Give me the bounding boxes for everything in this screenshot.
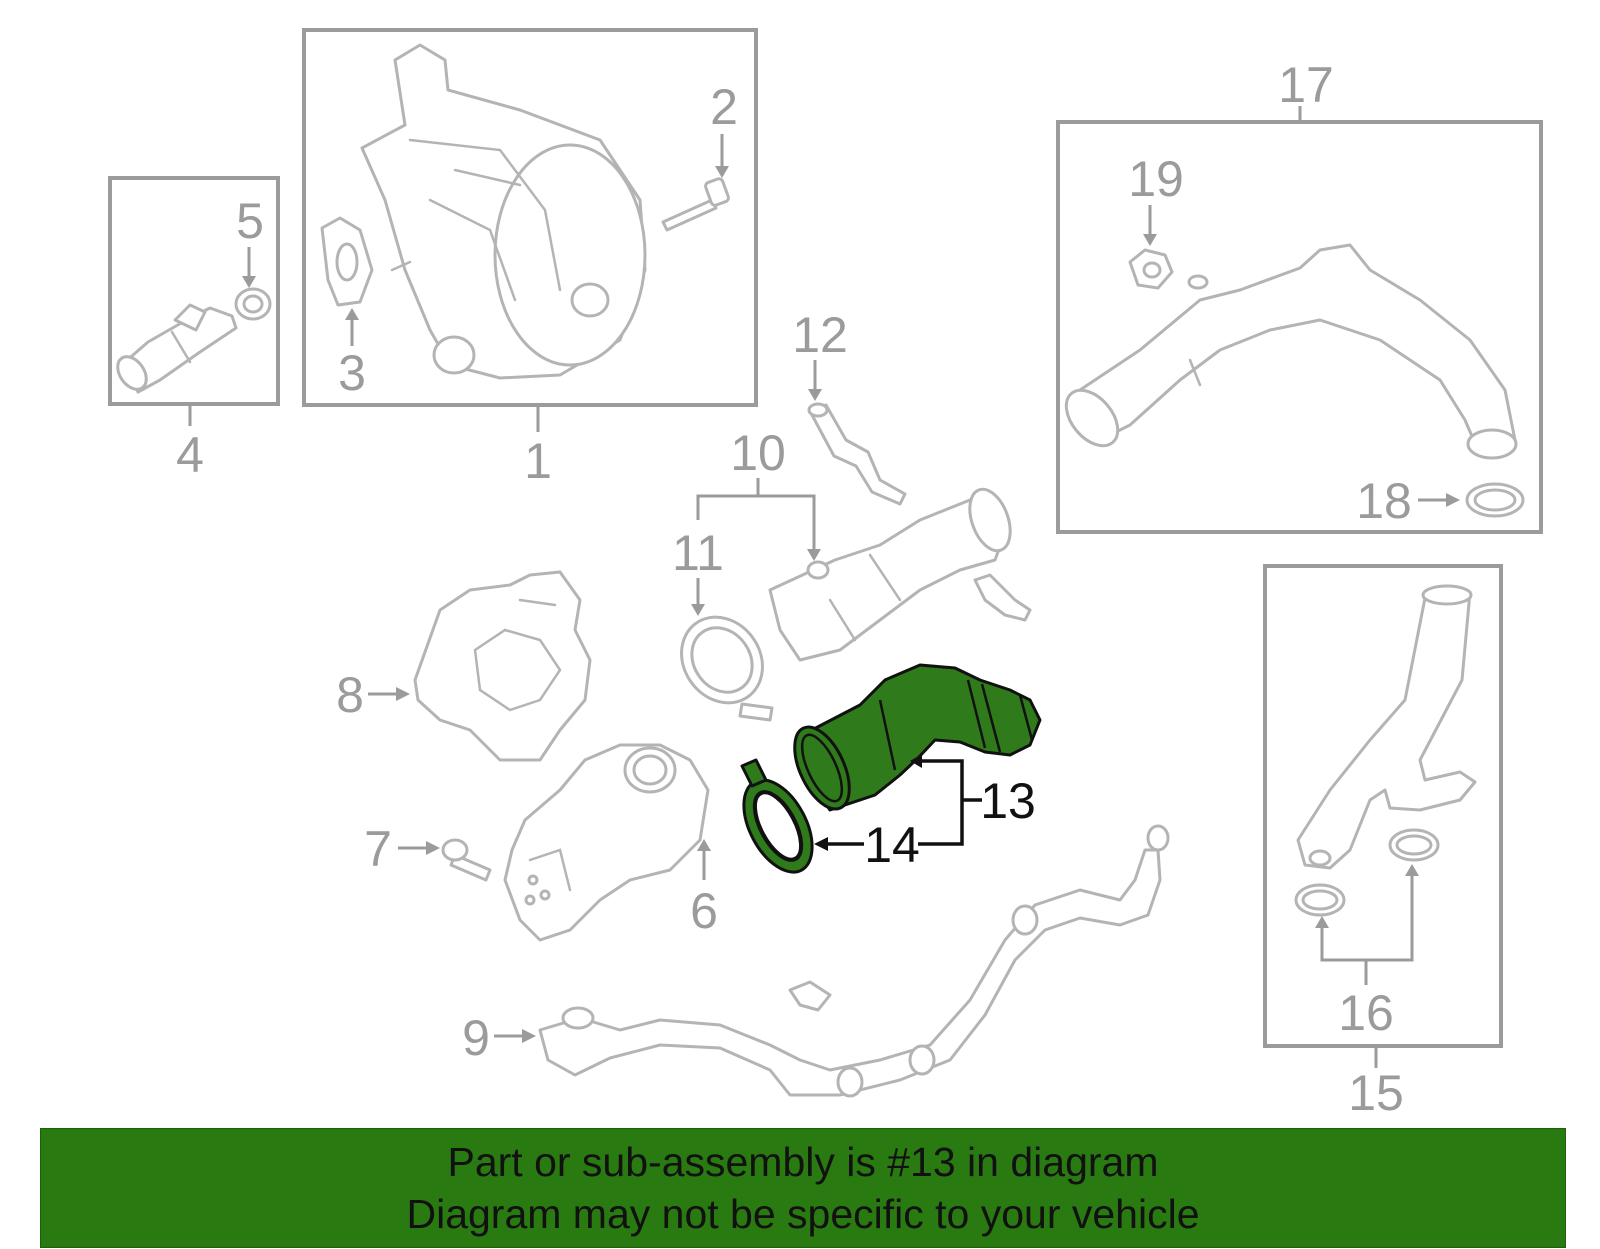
- part-6-water-outlet[interactable]: [503, 743, 710, 942]
- callout-4: 4: [176, 427, 204, 483]
- leader-13: [910, 754, 982, 846]
- leader-12: [808, 360, 822, 401]
- group-box-4: [108, 176, 280, 426]
- part-16-o-ring-b[interactable]: [1388, 828, 1440, 862]
- part-17-coolant-pipe[interactable]: [1056, 243, 1518, 460]
- part-info-banner: Part or sub-assembly is #13 in diagram D…: [40, 1128, 1566, 1248]
- part-12-bypass-pipe[interactable]: [807, 402, 907, 506]
- part-11-clamp[interactable]: [665, 601, 779, 722]
- part-13-hose-highlighted[interactable]: [783, 663, 1042, 817]
- part-14-clamp-highlighted[interactable]: [730, 758, 826, 883]
- part-10-outlet-housing[interactable]: [768, 484, 1032, 662]
- part-2-bolt[interactable]: [661, 177, 730, 232]
- part-16-o-ring-a[interactable]: [1294, 883, 1346, 917]
- leader-14: [814, 837, 864, 851]
- part-9-coolant-hose[interactable]: [538, 824, 1170, 1098]
- part-4-sensor-housing[interactable]: [112, 303, 238, 395]
- callout-17: 17: [1278, 57, 1334, 113]
- part-7-bolt[interactable]: [441, 838, 492, 882]
- leader-8: [368, 687, 410, 701]
- callout-18: 18: [1356, 473, 1412, 529]
- callout-10: 10: [730, 425, 786, 481]
- callout-13: 13: [980, 773, 1036, 829]
- leader-19: [1143, 205, 1157, 246]
- group-box-15: [1263, 564, 1503, 1068]
- leader-10: [696, 478, 821, 561]
- callout-14: 14: [864, 817, 920, 873]
- leader-3: [345, 308, 359, 346]
- callout-12: 12: [792, 307, 848, 363]
- part-5-seal-ring[interactable]: [234, 287, 272, 321]
- banner-disclaimer-text: Diagram may not be specific to your vehi…: [406, 1191, 1200, 1237]
- part-3-gasket[interactable]: [320, 216, 374, 307]
- leader-9: [494, 1029, 536, 1043]
- callout-5: 5: [236, 193, 264, 249]
- group-box-1: [302, 28, 758, 432]
- callout-11: 11: [672, 525, 724, 581]
- part-8-heat-shield[interactable]: [413, 570, 592, 762]
- leader-5: [242, 247, 256, 288]
- leader-2: [715, 134, 729, 178]
- callout-1: 1: [524, 433, 552, 489]
- part-19-nut[interactable]: [1128, 248, 1174, 290]
- leader-16: [1315, 864, 1419, 985]
- callout-15: 15: [1348, 1065, 1404, 1121]
- leader-6: [697, 839, 711, 880]
- callout-6: 6: [690, 883, 718, 939]
- part-1-water-pump[interactable]: [360, 43, 647, 380]
- callout-2: 2: [710, 79, 738, 135]
- group-box-17: [1056, 106, 1543, 534]
- callout-16: 16: [1338, 985, 1394, 1041]
- part-15-coolant-tube[interactable]: [1296, 584, 1477, 870]
- leader-7: [398, 841, 440, 855]
- callout-3: 3: [338, 345, 366, 401]
- callout-7: 7: [364, 821, 392, 877]
- leader-11: [691, 578, 705, 616]
- callout-19: 19: [1128, 151, 1184, 207]
- callout-8: 8: [336, 667, 364, 723]
- leader-18: [1418, 493, 1460, 507]
- part-18-o-ring[interactable]: [1465, 482, 1525, 518]
- banner-part-number-text: Part or sub-assembly is #13 in diagram: [447, 1139, 1159, 1185]
- callout-9: 9: [462, 1010, 490, 1066]
